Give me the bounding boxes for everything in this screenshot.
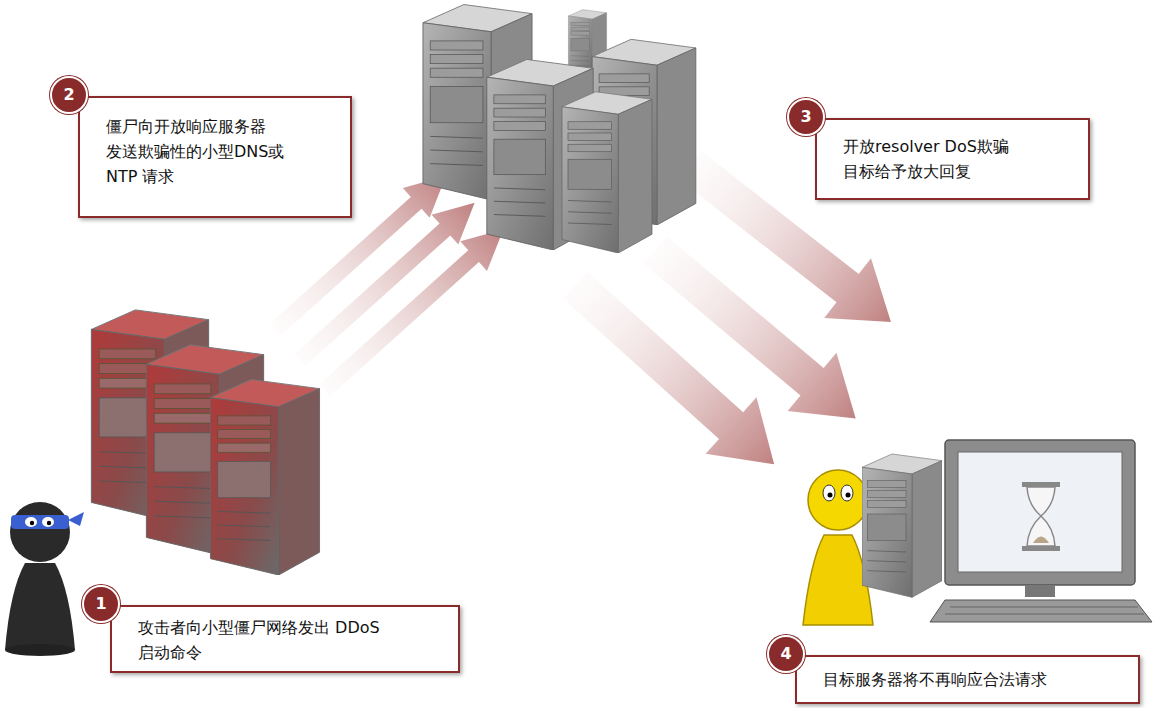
botnet-servers <box>91 310 319 575</box>
callout-text: 目标服务器将不再响应合法请求 <box>823 667 1123 692</box>
callout-text: 攻击者向小型僵尸网络发出 DDoS 启动命令 <box>138 615 418 665</box>
callout-number: 4 <box>767 635 805 673</box>
attacker-figure <box>5 502 84 656</box>
callout-number: 3 <box>787 98 825 136</box>
callout-box: 1攻击者向小型僵尸网络发出 DDoS 启动命令 <box>110 605 460 673</box>
callout-box: 3开放resolver DoS欺骗 目标给予放大回复 <box>815 118 1090 200</box>
callout-text: 僵尸向开放响应服务器 发送欺骗性的小型DNS或 NTP 请求 <box>106 114 311 189</box>
callout-box: 2僵尸向开放响应服务器 发送欺骗性的小型DNS或 NTP 请求 <box>78 96 352 218</box>
callout-number: 2 <box>50 76 88 114</box>
target-computer <box>862 440 1152 622</box>
callout-box: 4目标服务器将不再响应合法请求 <box>795 655 1140 704</box>
callout-text: 开放resolver DoS欺骗 目标给予放大回复 <box>843 134 1068 184</box>
callout-number: 1 <box>82 585 120 623</box>
open-servers <box>423 5 696 253</box>
